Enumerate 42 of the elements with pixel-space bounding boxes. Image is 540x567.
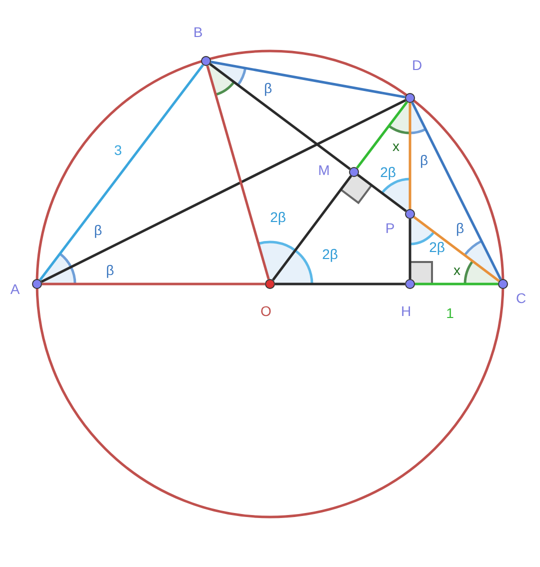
angle-label: β xyxy=(106,262,114,278)
angle-label: 2β xyxy=(380,164,396,180)
point-label: B xyxy=(193,24,203,40)
point-marker xyxy=(265,279,275,289)
angle-label: β xyxy=(94,222,102,238)
line-segment xyxy=(210,60,406,98)
line-segment xyxy=(413,216,500,282)
edge-label: 1 xyxy=(444,305,456,321)
angle-label: β xyxy=(456,220,464,236)
point-marker xyxy=(498,279,508,289)
point-label: O xyxy=(260,303,272,319)
point-label: P xyxy=(385,220,395,236)
point-label: C xyxy=(516,290,526,306)
angle-label: x xyxy=(392,138,400,154)
point-marker xyxy=(405,279,415,289)
line-segment xyxy=(411,102,502,280)
angle-label: 2β xyxy=(322,246,338,262)
line-segment xyxy=(408,219,412,279)
point-label: A xyxy=(10,281,20,297)
angle-label: 2β xyxy=(270,209,286,225)
angle-label: 2β xyxy=(429,239,445,255)
angle-label: β xyxy=(420,152,428,168)
line-segment xyxy=(415,282,498,286)
line-segment xyxy=(209,63,351,170)
point-marker xyxy=(201,56,211,66)
angle-label: β xyxy=(264,80,272,96)
line-segment xyxy=(272,175,352,281)
line-segment xyxy=(275,282,405,286)
line-segment xyxy=(356,101,408,169)
point-label: D xyxy=(412,57,422,73)
line-segment xyxy=(408,103,412,209)
point-marker xyxy=(405,209,415,219)
line-segment xyxy=(42,282,265,286)
angle-label: x xyxy=(454,262,460,278)
line-segment xyxy=(39,64,204,281)
point-label: M xyxy=(318,162,330,178)
point-marker xyxy=(32,279,42,289)
point-marker xyxy=(405,93,415,103)
edge-label: 3 xyxy=(112,142,124,158)
point-label: H xyxy=(400,303,412,319)
line-segment xyxy=(206,65,270,280)
line-segment xyxy=(40,99,406,283)
